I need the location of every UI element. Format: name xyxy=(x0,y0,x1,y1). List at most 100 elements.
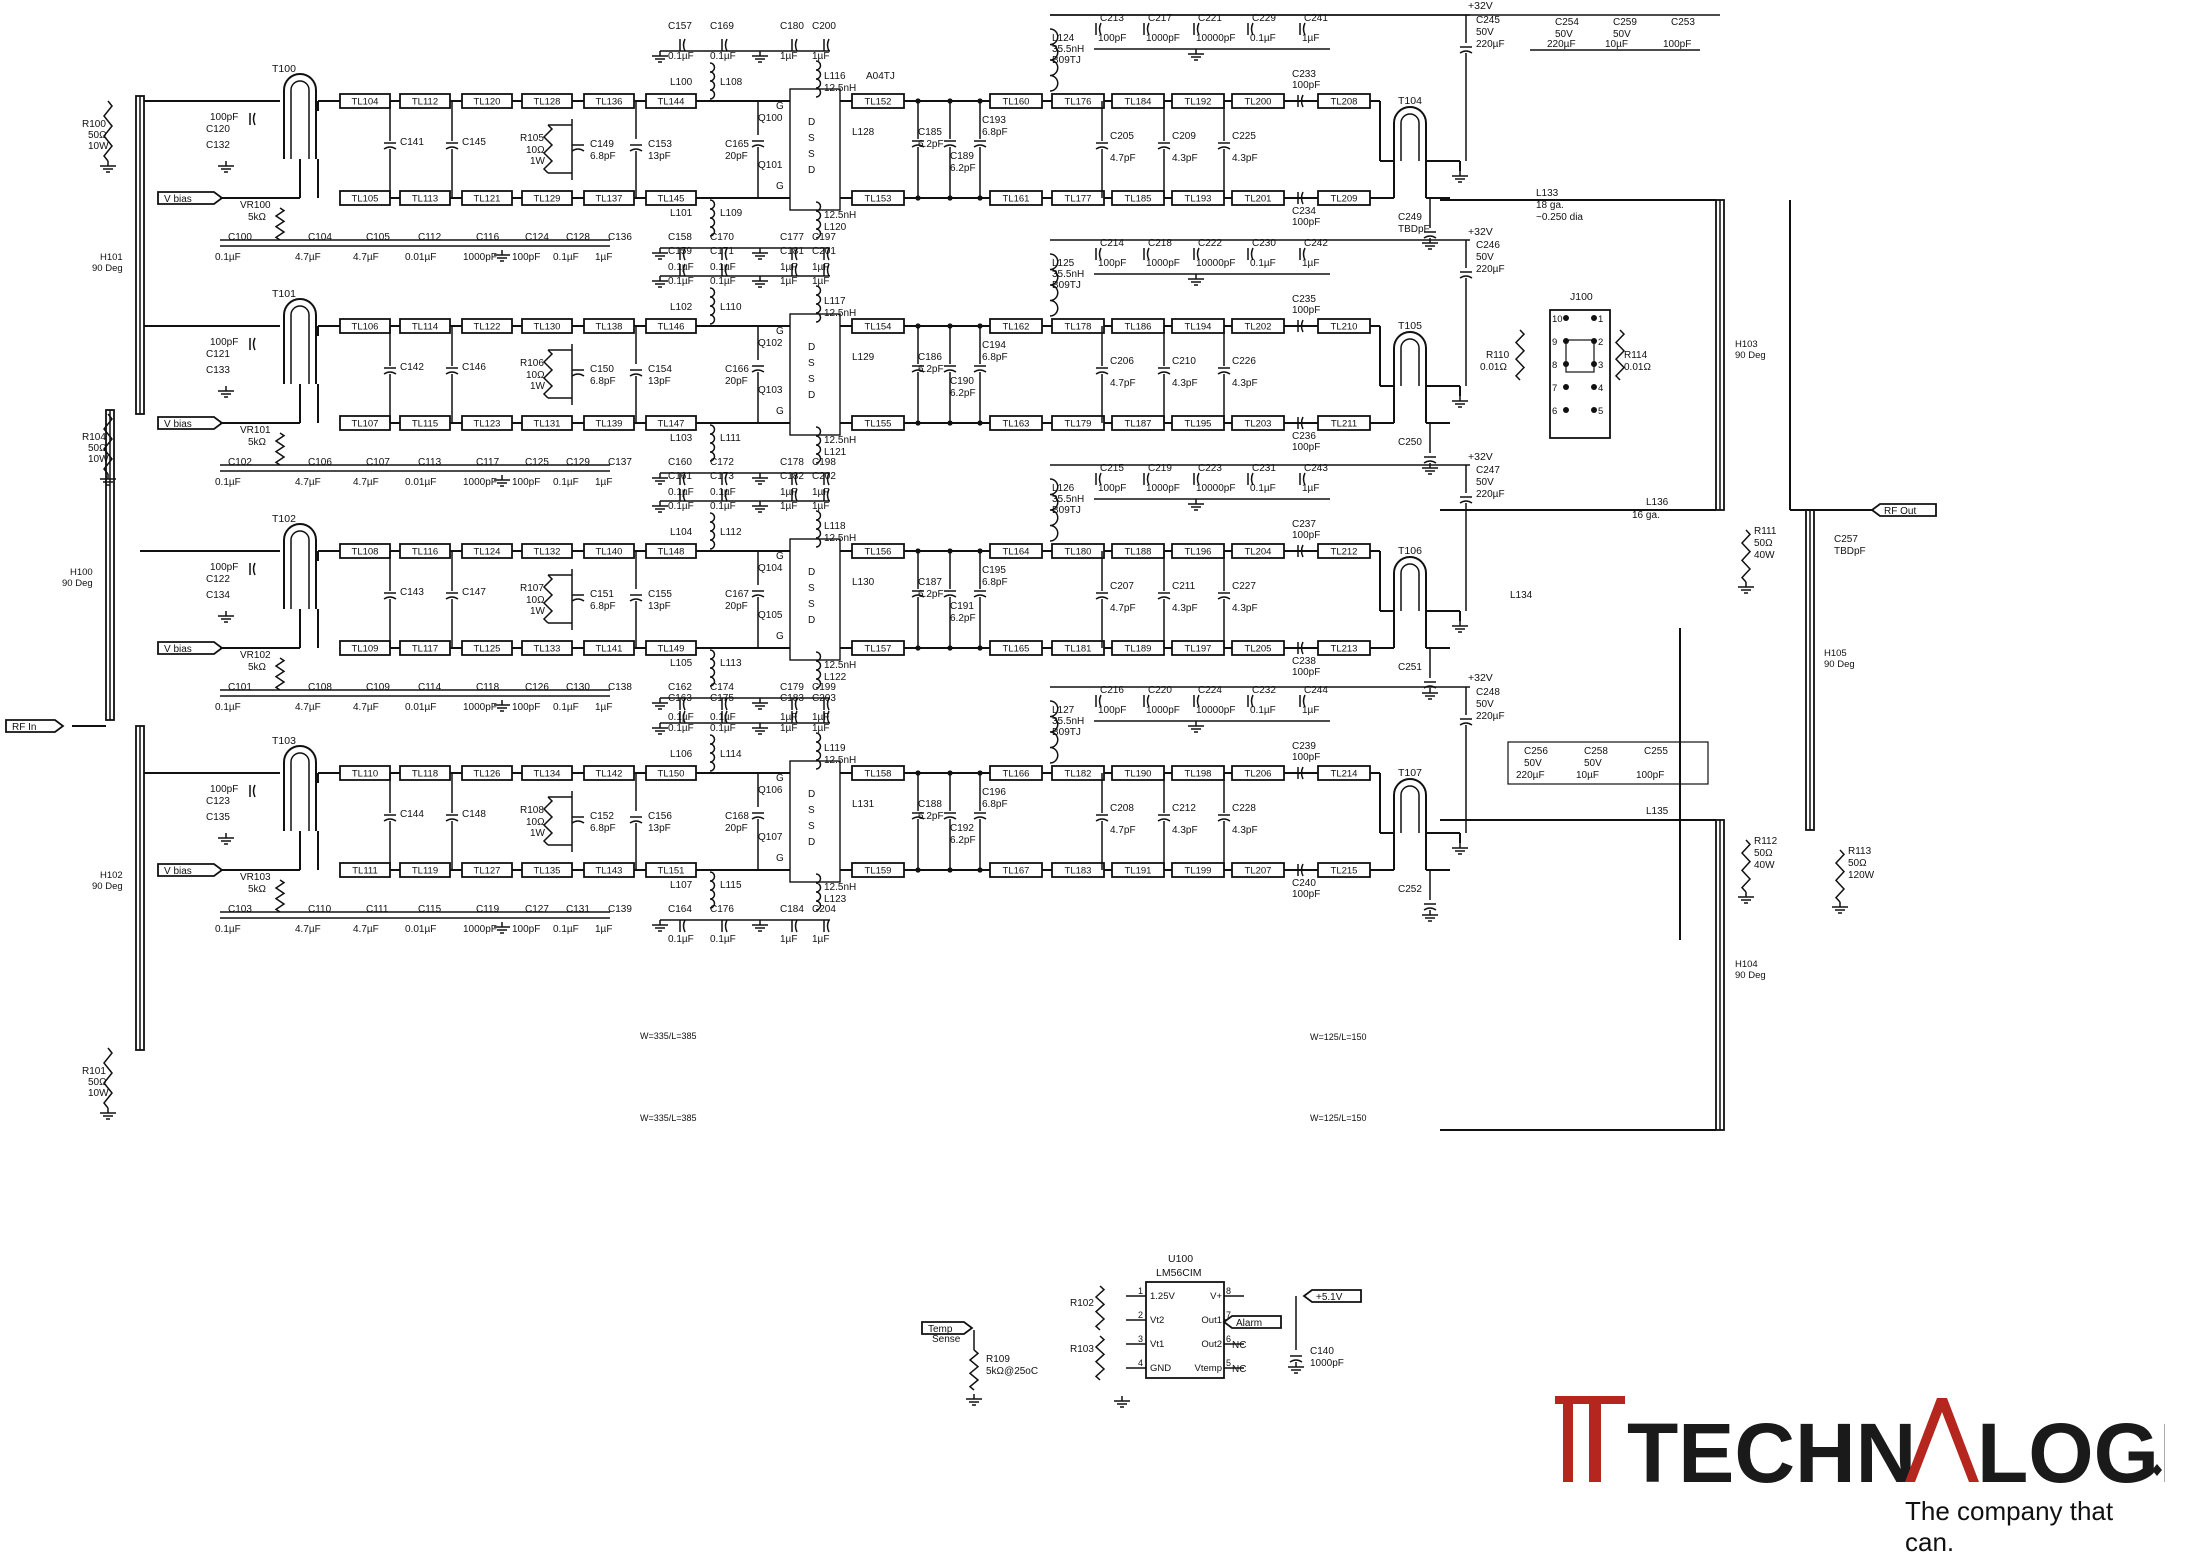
cap-value: 0.1µF xyxy=(668,934,694,945)
ground-symbol xyxy=(1452,396,1468,408)
pin-number: 4 xyxy=(1598,383,1603,394)
res-value: 10Ω xyxy=(526,145,545,156)
transmission-line: TL125 xyxy=(461,640,513,656)
tl-label: TL195 xyxy=(1185,419,1212,430)
bias-cap-ref: C126 xyxy=(525,682,549,693)
wl-label: W=335/L=385 xyxy=(640,1113,697,1123)
capacitor-symbol xyxy=(1095,592,1109,600)
tl-label: TL122 xyxy=(474,322,501,333)
electrolytic-value: 220µF xyxy=(1476,489,1505,500)
bias-cap-ref: C103 xyxy=(228,904,252,915)
res-value: 10Ω xyxy=(526,817,545,828)
inductor-ref: L121 xyxy=(824,447,847,458)
cap-value: 50V xyxy=(1555,29,1573,40)
cap-value: 0.1µF xyxy=(668,712,694,723)
bias-cap-value: 100pF xyxy=(512,252,540,263)
tl-label: TL141 xyxy=(596,644,623,655)
junction-dot xyxy=(915,645,921,651)
bias-cap-ref: C112 xyxy=(418,232,442,243)
capacitor-symbol xyxy=(679,488,686,502)
tl-label: TL200 xyxy=(1245,97,1272,108)
res-power: 1W xyxy=(530,381,546,392)
tl-label: TL158 xyxy=(865,769,892,780)
cap-ref: C167 xyxy=(725,589,749,600)
cap-value: 6.2pF xyxy=(950,613,976,624)
transmission-line: TL204 xyxy=(1231,543,1285,559)
transmission-line: TL121 xyxy=(461,190,513,206)
hybrid-ref: H100 xyxy=(70,567,93,578)
cap-ref: C166 xyxy=(725,364,749,375)
tl-label: TL209 xyxy=(1331,194,1358,205)
res-ref: R112 xyxy=(1754,836,1778,847)
nc-label: NC xyxy=(1232,1364,1246,1375)
ground-symbol xyxy=(752,920,768,932)
cap-value: 13pF xyxy=(648,601,671,612)
junction-dot xyxy=(977,770,983,776)
drain-cap-value: 1µF xyxy=(1302,258,1319,269)
transmission-line: TL192 xyxy=(1171,93,1225,109)
wl-label: W=125/L=150 xyxy=(1310,1032,1367,1042)
capacitor-symbol xyxy=(823,697,830,711)
drain-cap-ref: C222 xyxy=(1198,238,1222,249)
transmission-line: TL210 xyxy=(1317,318,1371,334)
net-tag-text: V bias xyxy=(164,644,192,655)
drain-cap-ref: C220 xyxy=(1148,685,1172,696)
tl-label: TL203 xyxy=(1245,419,1272,430)
tl-label: TL191 xyxy=(1125,866,1152,877)
fet-pin: G xyxy=(776,406,784,417)
pin-number: 7 xyxy=(1552,383,1557,394)
cap-value: 6.8pF xyxy=(590,376,616,387)
ground-symbol xyxy=(1188,499,1204,511)
v-bias-tag: V bias xyxy=(157,641,224,655)
capacitor-symbol xyxy=(943,365,957,373)
cap-value: 220µF xyxy=(1516,770,1545,781)
transmission-line: TL158 xyxy=(851,765,905,781)
ground-symbol xyxy=(752,248,768,260)
cap-value: 100pF xyxy=(1636,770,1664,781)
transmission-line: TL130 xyxy=(521,318,573,334)
capacitor-symbol xyxy=(721,710,728,724)
choke-ref: L127 xyxy=(1052,705,1075,716)
cap-ref: C190 xyxy=(950,376,974,387)
capacitor-symbol xyxy=(721,472,728,486)
tl-label: TL127 xyxy=(474,866,501,877)
inductor-value: 12.5nH xyxy=(824,882,856,893)
ground-symbol xyxy=(652,276,668,288)
ground-symbol xyxy=(494,475,510,487)
transmission-line: TL197 xyxy=(1171,640,1225,656)
capacitor-symbol xyxy=(1297,544,1304,558)
cap-ref: C254 xyxy=(1555,17,1579,28)
drain-cap-value: 1µF xyxy=(1302,483,1319,494)
inductor-symbol xyxy=(815,510,822,548)
drain-cap-ref: C213 xyxy=(1100,13,1124,24)
cap-ref: C200 xyxy=(812,21,836,32)
drain-cap-value: 100pF xyxy=(1098,33,1126,44)
tl-label: TL215 xyxy=(1331,866,1358,877)
inductor-ref: L123 xyxy=(824,894,847,905)
transmission-line: TL180 xyxy=(1051,543,1105,559)
cap-value: 100pF xyxy=(1292,217,1320,228)
bias-cap-value: 1µF xyxy=(595,252,612,263)
electrolytic-voltage: 50V xyxy=(1476,477,1494,488)
tl-label: TL128 xyxy=(534,97,561,108)
capacitor-symbol xyxy=(1095,367,1109,375)
coax-balun xyxy=(1393,106,1427,161)
cap-value: 1µF xyxy=(780,712,797,723)
ground-symbol xyxy=(1422,463,1438,475)
res-value: 10Ω xyxy=(526,370,545,381)
tl-label: TL108 xyxy=(352,547,379,558)
drain-cap-ref: C214 xyxy=(1100,238,1124,249)
hybrid-coupler xyxy=(135,95,145,415)
tl-label: TL192 xyxy=(1185,97,1212,108)
cap-value: 1000pF xyxy=(1310,1358,1344,1369)
tl-label: TL179 xyxy=(1065,419,1092,430)
fet-pin: S xyxy=(808,149,815,160)
bias-cap-value: 4.7µF xyxy=(295,924,321,935)
fet-pin: S xyxy=(808,583,815,594)
bias-cap-ref: C119 xyxy=(476,904,500,915)
fet-pin: G xyxy=(776,326,784,337)
fet-pin: D xyxy=(808,615,815,626)
